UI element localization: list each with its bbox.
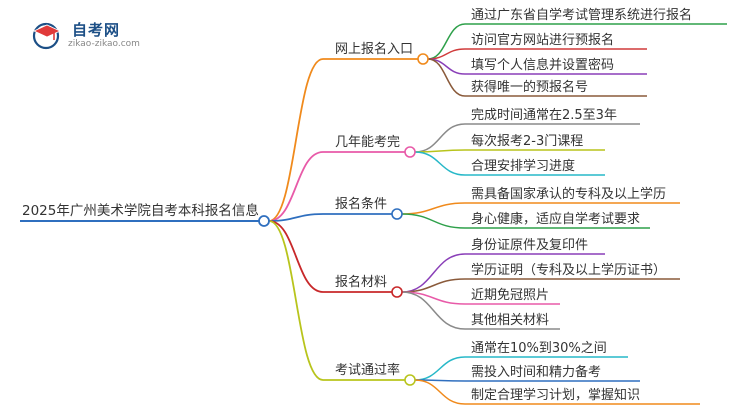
leaf-label: 需具备国家承认的专科及以上学历 [471, 186, 666, 202]
leaf-label: 身心健康，适应自学考试要求 [471, 211, 640, 227]
logo-site-name: 自考网 [72, 21, 121, 39]
root-node[interactable]: 2025年广州美术学院自考本科报名信息 [20, 202, 270, 227]
leaf-node[interactable]: 需具备国家承认的专科及以上学历 [465, 186, 680, 204]
graduation-cap-icon [32, 22, 61, 50]
branch-label: 网上报名入口 [335, 41, 413, 57]
leaf-label: 访问官方网站进行预报名 [471, 32, 614, 48]
leaf-label: 通过广东省自学考试管理系统进行报名 [471, 7, 692, 23]
branch-connector [268, 58, 324, 222]
leaf-node[interactable]: 获得唯一的预报名号 [465, 79, 647, 97]
leaf-node[interactable]: 通过广东省自学考试管理系统进行报名 [465, 7, 727, 25]
root-label: 2025年广州美术学院自考本科报名信息 [22, 202, 259, 219]
leaf-connector [414, 123, 466, 153]
leaf-label: 通常在10%到30%之间 [471, 341, 607, 356]
leaf-node[interactable]: 完成时间通常在2.5至3年 [465, 108, 640, 125]
leaf-label: 完成时间通常在2.5至3年 [471, 108, 617, 123]
leaf-node[interactable]: 制定合理学习计划，掌握知识 [465, 387, 700, 405]
leaf-label: 获得唯一的预报名号 [471, 79, 588, 95]
leaf-label: 身份证原件及复印件 [471, 237, 588, 253]
branch-connector [268, 213, 324, 222]
leaf-label: 需投入时间和精力备考 [471, 364, 601, 380]
branch-collapse-toggle[interactable] [404, 374, 416, 386]
leaf-connector [414, 356, 466, 381]
leaf-node[interactable]: 身份证原件及复印件 [465, 237, 605, 255]
leaf-connector [401, 213, 466, 229]
leaf-connector [427, 58, 466, 97]
leaf-label: 近期免冠照片 [471, 288, 549, 303]
leaf-node[interactable]: 合理安排学习进度 [465, 158, 605, 176]
leaf-label: 其他相关材料 [471, 313, 549, 328]
leaf-node[interactable]: 需投入时间和精力备考 [465, 364, 640, 382]
branch-label: 几年能考完 [335, 135, 400, 150]
branch-collapse-toggle[interactable] [391, 208, 403, 220]
leaf-node[interactable]: 填写个人信息并设置密码 [465, 57, 647, 75]
root-collapse-toggle[interactable] [258, 215, 270, 227]
site-logo[interactable]: 自考网 zikao-zikao.com [30, 18, 170, 52]
logo-site-url: zikao-zikao.com [68, 39, 140, 49]
branch-collapse-toggle[interactable] [391, 286, 403, 298]
branch-collapse-toggle[interactable] [404, 146, 416, 158]
leaf-node[interactable]: 学历证明（专科及以上学历证书） [465, 262, 680, 280]
branch-node[interactable]: 网上报名入口 通过广东省自学考试管理系统进行报名访问官方网站进行预报名填写个人信息… [323, 7, 727, 97]
leaf-label: 制定合理学习计划，掌握知识 [471, 387, 640, 403]
leaf-label: 学历证明（专科及以上学历证书） [471, 262, 666, 278]
leaf-node[interactable]: 每次报考2-3门课程 [465, 133, 605, 151]
leaf-node[interactable]: 其他相关材料 [465, 313, 560, 330]
branch-collapse-toggle[interactable] [417, 53, 429, 65]
leaf-node[interactable]: 访问官方网站进行预报名 [465, 32, 647, 50]
leaf-node[interactable]: 近期免冠照片 [465, 288, 560, 305]
leaf-label: 合理安排学习进度 [471, 158, 575, 174]
branch-label: 报名条件 [335, 196, 387, 212]
leaf-connector [414, 151, 466, 176]
leaf-label: 填写个人信息并设置密码 [471, 57, 614, 73]
branch-connector [268, 220, 324, 381]
branch-label: 考试通过率 [335, 362, 400, 378]
leaf-connector [401, 253, 466, 293]
leaf-connector [401, 291, 466, 330]
leaf-node[interactable]: 通常在10%到30%之间 [465, 341, 628, 358]
branch-label: 报名材料 [335, 274, 387, 290]
leaf-connector [401, 202, 466, 215]
branch-connector [268, 151, 324, 222]
leaf-connector [414, 379, 466, 405]
leaf-label: 每次报考2-3门课程 [471, 133, 583, 149]
leaf-node[interactable]: 身心健康，适应自学考试要求 [465, 211, 650, 229]
leaf-connector [427, 58, 466, 75]
branch-connector [268, 220, 324, 293]
